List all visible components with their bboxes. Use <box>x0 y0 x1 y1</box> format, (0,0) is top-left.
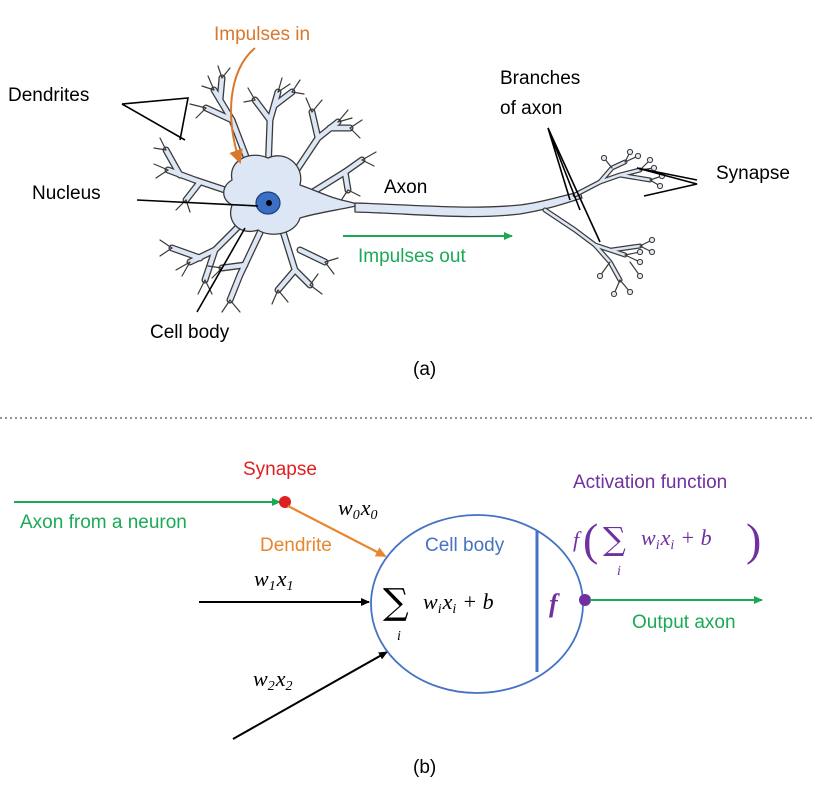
label-cell-body-a: Cell body <box>150 322 230 343</box>
activation-expression: f ( ∑ i wixi+ b ) <box>573 514 761 579</box>
label-synapse-a: Synapse <box>716 163 790 184</box>
neuron-illustration <box>153 65 666 313</box>
sum-expression: ∑ i wixi+ b <box>383 582 494 644</box>
act-open-paren: ( <box>583 514 598 565</box>
label-cell-body-b: Cell body <box>425 535 505 556</box>
act-index: i <box>617 564 621 579</box>
label-activation-function: Activation function <box>573 472 727 493</box>
nucleolus-dot <box>266 200 272 206</box>
label-axon: Axon <box>384 177 427 198</box>
weight-label-0: w0x0 <box>338 495 377 523</box>
activation-f-symbol: f <box>549 589 560 618</box>
label-dendrites: Dendrites <box>8 85 89 106</box>
axon-shape <box>354 191 583 218</box>
label-branches-line1: Branches <box>500 68 580 89</box>
label-branches-line2: of axon <box>500 98 562 119</box>
label-dendrite: Dendrite <box>260 535 332 556</box>
caption-b: (b) <box>413 757 436 778</box>
label-impulses-in: Impulses in <box>214 24 310 45</box>
weight-label-1: w1x1 <box>254 566 293 594</box>
weight-label-2: w2x2 <box>253 666 292 694</box>
leader-lines-a <box>121 97 698 313</box>
act-sigma: ∑ <box>603 520 626 558</box>
label-synapse-b: Synapse <box>243 459 317 480</box>
output-dot <box>579 594 591 606</box>
label-impulses-out: Impulses out <box>358 246 466 267</box>
act-f: f <box>573 527 582 552</box>
label-axon-from-neuron: Axon from a neuron <box>20 512 187 533</box>
label-nucleus: Nucleus <box>32 183 101 204</box>
panel-a: Impulses in Dendrites Nucleus Cell body … <box>8 24 790 380</box>
axon-branches-drawing <box>542 148 666 298</box>
label-output-axon: Output axon <box>632 612 736 633</box>
input-arrow-2 <box>232 651 388 740</box>
sum-sigma: ∑ <box>383 582 409 623</box>
synapse-dot <box>279 496 291 508</box>
sum-body: wixi+ b <box>423 589 494 617</box>
soma-shape <box>223 154 361 235</box>
sum-index: i <box>397 629 401 644</box>
panel-b: Synapse Axon from a neuron Dendrite Cell… <box>14 459 763 778</box>
caption-a: (a) <box>413 359 436 380</box>
dendrite-arrow <box>287 505 387 557</box>
impulses-in-arrow <box>229 47 256 164</box>
act-close-paren: ) <box>746 514 761 565</box>
act-body: wixi+ b <box>641 525 712 553</box>
